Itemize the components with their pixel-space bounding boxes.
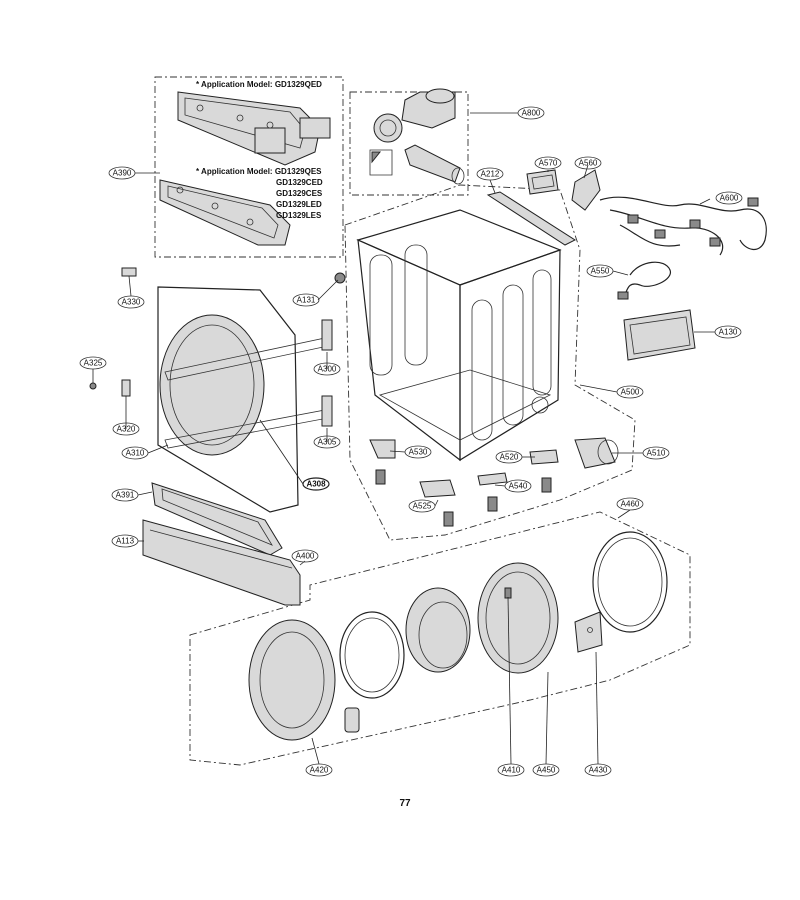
svg-text:A525: A525 xyxy=(413,502,432,511)
callout-a320: A320 xyxy=(112,422,140,436)
svg-text:A130: A130 xyxy=(719,328,738,337)
a113-kick-plate xyxy=(142,519,301,606)
svg-text:A510: A510 xyxy=(647,449,666,458)
svg-text:A540: A540 xyxy=(509,482,528,491)
callout-a530: A530 xyxy=(404,445,432,459)
callout-a540: A540 xyxy=(504,479,532,493)
group-outline-a390 xyxy=(154,76,344,258)
callout-a390: A390 xyxy=(108,166,136,180)
callout-a500: A500 xyxy=(616,385,644,399)
callout-a560: A560 xyxy=(574,156,602,170)
callout-a800: A800 xyxy=(517,106,545,120)
cabinet-feet xyxy=(369,439,559,527)
page-number: 77 xyxy=(399,798,411,809)
a550-cord xyxy=(617,261,671,300)
a510-duct xyxy=(574,437,619,469)
a430-hinge xyxy=(574,611,603,653)
cabinet-frame xyxy=(334,209,562,462)
svg-text:A800: A800 xyxy=(522,109,541,118)
svg-text:A212: A212 xyxy=(481,170,500,179)
callout-a310: A310 xyxy=(121,446,149,460)
note-qes-line-1: * Application Model: GD1329QES xyxy=(196,167,322,176)
callout-a400: A400 xyxy=(291,549,319,563)
door-glass xyxy=(405,587,471,673)
a420-door-outer xyxy=(248,619,336,741)
a390-bracket-qes xyxy=(159,179,291,246)
svg-text:A600: A600 xyxy=(720,194,739,203)
svg-text:A430: A430 xyxy=(589,766,608,775)
svg-text:A113: A113 xyxy=(116,537,135,546)
a560-part xyxy=(571,169,601,211)
svg-text:A420: A420 xyxy=(310,766,329,775)
callout-a305: A305 xyxy=(313,435,341,449)
a460-door-ring xyxy=(592,531,668,633)
callout-a525: A525 xyxy=(408,499,436,513)
callout-a300: A300 xyxy=(313,362,341,376)
svg-text:A131: A131 xyxy=(297,296,316,305)
callout-a520: A520 xyxy=(495,450,523,464)
a570-bracket xyxy=(526,169,559,195)
svg-text:A325: A325 xyxy=(84,359,103,368)
note-qes-line-4: GD1329LED xyxy=(276,200,322,209)
callout-a325: A325 xyxy=(79,356,107,370)
a391-bracket xyxy=(151,482,283,556)
svg-text:A530: A530 xyxy=(409,448,428,457)
svg-text:A560: A560 xyxy=(579,159,598,168)
group-outline-door xyxy=(189,511,691,766)
a450-door-inner xyxy=(477,562,559,674)
callout-a420: A420 xyxy=(305,763,333,777)
leader-lines xyxy=(92,112,715,765)
callout-a391: A391 xyxy=(111,488,139,502)
svg-text:A550: A550 xyxy=(591,267,610,276)
svg-text:A320: A320 xyxy=(117,425,136,434)
a600-wire-harness xyxy=(599,196,767,256)
svg-text:A310: A310 xyxy=(126,449,145,458)
callout-a130: A130 xyxy=(714,325,742,339)
callout-a212: A212 xyxy=(476,167,504,181)
svg-text:A391: A391 xyxy=(116,491,135,500)
svg-text:A450: A450 xyxy=(537,766,556,775)
note-qed-line-1: * Application Model: GD1329QED xyxy=(196,80,322,89)
a212-strip xyxy=(486,191,577,246)
note-qes-line-3: GD1329CES xyxy=(276,189,323,198)
front-panel xyxy=(89,267,333,513)
door-handle xyxy=(344,707,360,733)
svg-text:A500: A500 xyxy=(621,388,640,397)
callout-a570: A570 xyxy=(534,156,562,170)
svg-text:A400: A400 xyxy=(296,552,315,561)
callout-a430: A430 xyxy=(584,763,612,777)
callout-a460: A460 xyxy=(616,497,644,511)
svg-text:A305: A305 xyxy=(318,438,337,447)
callout-a550: A550 xyxy=(586,264,614,278)
group-outline-cabinet xyxy=(344,184,636,541)
note-qes-line-2: GD1329CED xyxy=(276,178,323,187)
svg-text:A390: A390 xyxy=(113,169,132,178)
callout-a450: A450 xyxy=(532,763,560,777)
a130-control-cover xyxy=(623,309,696,361)
svg-text:A330: A330 xyxy=(122,298,141,307)
callout-a308: A308 xyxy=(302,477,330,491)
callout-a113: A113 xyxy=(111,534,139,548)
callout-a131: A131 xyxy=(292,293,320,307)
svg-text:A520: A520 xyxy=(500,453,519,462)
door-gasket-ring xyxy=(339,611,405,699)
svg-text:A570: A570 xyxy=(539,159,558,168)
svg-text:A308: A308 xyxy=(306,480,326,489)
callout-a330: A330 xyxy=(117,295,145,309)
a390-bracket-qed xyxy=(177,91,331,166)
callout-a410: A410 xyxy=(497,763,525,777)
a800-exhaust-duct xyxy=(369,88,465,185)
note-qes-line-5: GD1329LES xyxy=(276,211,322,220)
svg-text:A460: A460 xyxy=(621,500,640,509)
callout-a510: A510 xyxy=(642,446,670,460)
svg-text:A300: A300 xyxy=(318,365,337,374)
svg-text:A410: A410 xyxy=(502,766,521,775)
callout-a600: A600 xyxy=(715,191,743,205)
